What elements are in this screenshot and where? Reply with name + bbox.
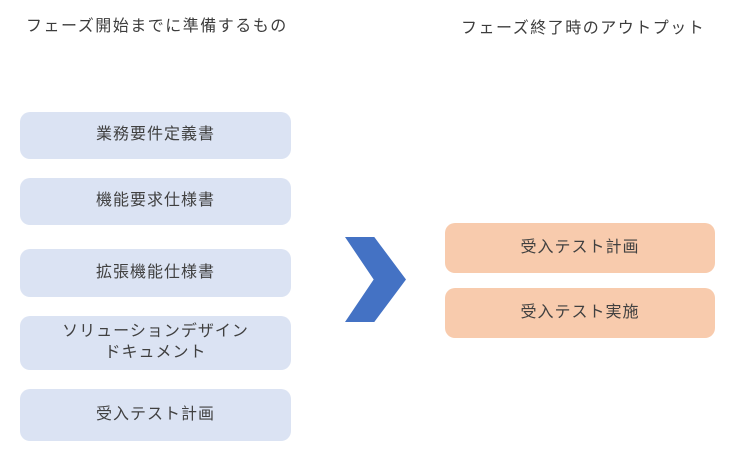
prepare-column-title: フェーズ開始までに準備するもの xyxy=(26,18,288,35)
output-column-title: フェーズ終了時のアウトプット xyxy=(461,20,706,37)
prepare-item-box: ソリューションデザイン ドキュメント xyxy=(20,316,291,370)
output-item-box: 受入テスト実施 xyxy=(445,288,715,338)
prepare-item-box: 機能要求仕様書 xyxy=(20,178,291,225)
prepare-item-box: 業務要件定義書 xyxy=(20,112,291,159)
prepare-item-box: 拡張機能仕様書 xyxy=(20,249,291,297)
prepare-item-box: 受入テスト計画 xyxy=(20,389,291,441)
output-item-box: 受入テスト計画 xyxy=(445,223,715,273)
right-chevron-arrow-icon xyxy=(345,237,406,322)
